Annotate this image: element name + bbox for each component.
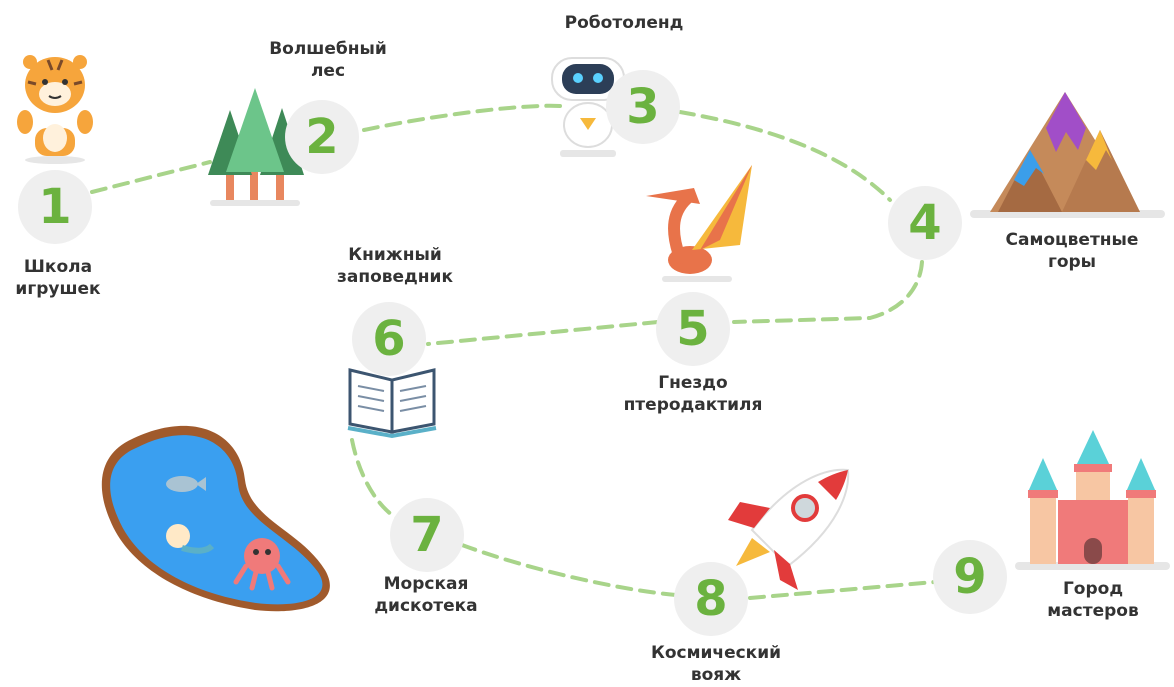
station-2-circle [285, 100, 359, 174]
robot-icon [551, 57, 625, 157]
station-3-number: 3 [626, 79, 660, 135]
station-7-circle [390, 498, 464, 572]
route-path [90, 103, 937, 600]
station-4-circle [888, 186, 962, 260]
station-6-number: 6 [372, 311, 406, 367]
tiger-toy-icon [17, 55, 93, 164]
station-1-number: 1 [38, 179, 72, 235]
station-8-circle [674, 562, 748, 636]
pterodactyl-icon [646, 165, 752, 282]
castle-icon [1015, 430, 1170, 570]
station-3-circle [606, 70, 680, 144]
station-5-circle [656, 292, 730, 366]
mountains-icon [970, 92, 1165, 218]
station-2-number: 2 [305, 109, 339, 165]
open-book-icon [347, 368, 437, 439]
station-3-label: Роботоленд [564, 13, 684, 33]
station-9-circle [933, 540, 1007, 614]
station-9-number: 9 [953, 549, 987, 605]
station-6-circle [352, 302, 426, 376]
station-4-number: 4 [908, 195, 942, 251]
station-1-circle [18, 170, 92, 244]
rocket-icon [728, 468, 850, 590]
station-8-number: 8 [694, 571, 728, 627]
station-5-number: 5 [676, 301, 710, 357]
sea-pond-icon [101, 425, 330, 612]
station-7-number: 7 [410, 507, 444, 563]
